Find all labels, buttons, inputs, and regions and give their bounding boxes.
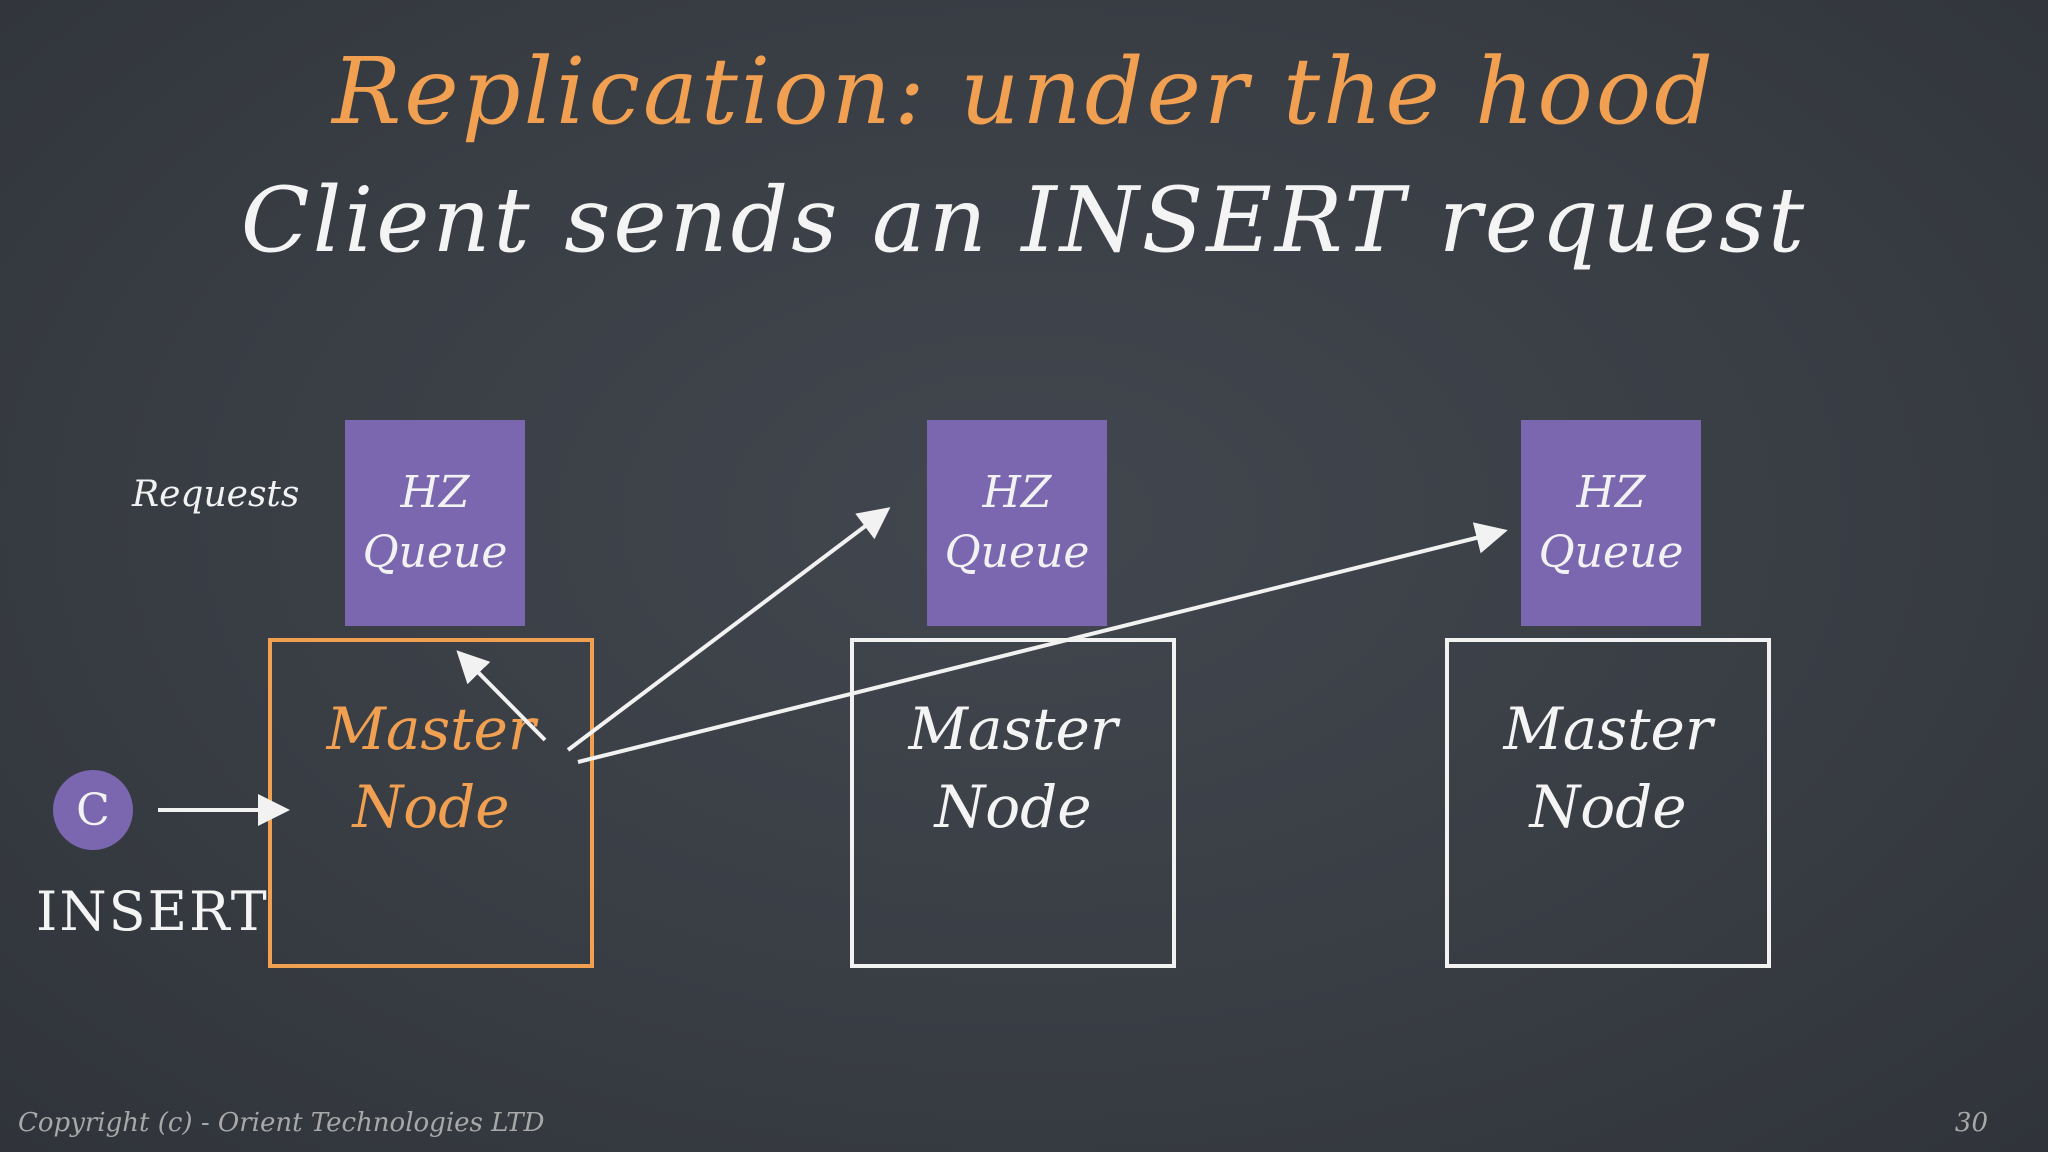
- master-node-1-line1: Master: [326, 695, 536, 763]
- master-node-3-line1: Master: [1503, 695, 1713, 763]
- master-node-3-line2: Node: [1529, 773, 1687, 841]
- hz-queue-1-line1: HZ: [400, 467, 470, 518]
- copyright-footer: Copyright (c) - Orient Technologies LTD: [18, 1108, 545, 1138]
- master-node-3: Master Node: [1445, 638, 1771, 968]
- requests-label: Requests: [132, 474, 300, 515]
- insert-label: INSERT: [36, 880, 269, 943]
- arrow-node-to-queue-2: [566, 507, 891, 752]
- master-node-2: Master Node: [850, 638, 1176, 968]
- page-number: 30: [1954, 1108, 1988, 1138]
- master-node-1: Master Node: [268, 638, 594, 968]
- hz-queue-3: HZ Queue: [1521, 420, 1701, 626]
- hz-queue-2: HZ Queue: [927, 420, 1107, 626]
- client-circle: C: [53, 770, 133, 850]
- hz-queue-3-line1: HZ: [1576, 467, 1646, 518]
- arrow-node-to-queue-3: [577, 522, 1508, 764]
- master-node-2-line2: Node: [934, 773, 1092, 841]
- hz-queue-2-line1: HZ: [982, 467, 1052, 518]
- hz-queue-3-line2: Queue: [1538, 527, 1684, 578]
- hz-queue-2-line2: Queue: [944, 527, 1090, 578]
- master-node-2-line1: Master: [908, 695, 1118, 763]
- hz-queue-1: HZ Queue: [345, 420, 525, 626]
- slide-subtitle: Client sends an INSERT request: [240, 168, 1808, 273]
- slide-title: Replication: under the hood: [331, 38, 1716, 145]
- master-node-1-line2: Node: [352, 773, 510, 841]
- hz-queue-1-line2: Queue: [362, 527, 508, 578]
- client-label: C: [76, 784, 110, 836]
- arrow-node-to-local-queue: [456, 650, 547, 742]
